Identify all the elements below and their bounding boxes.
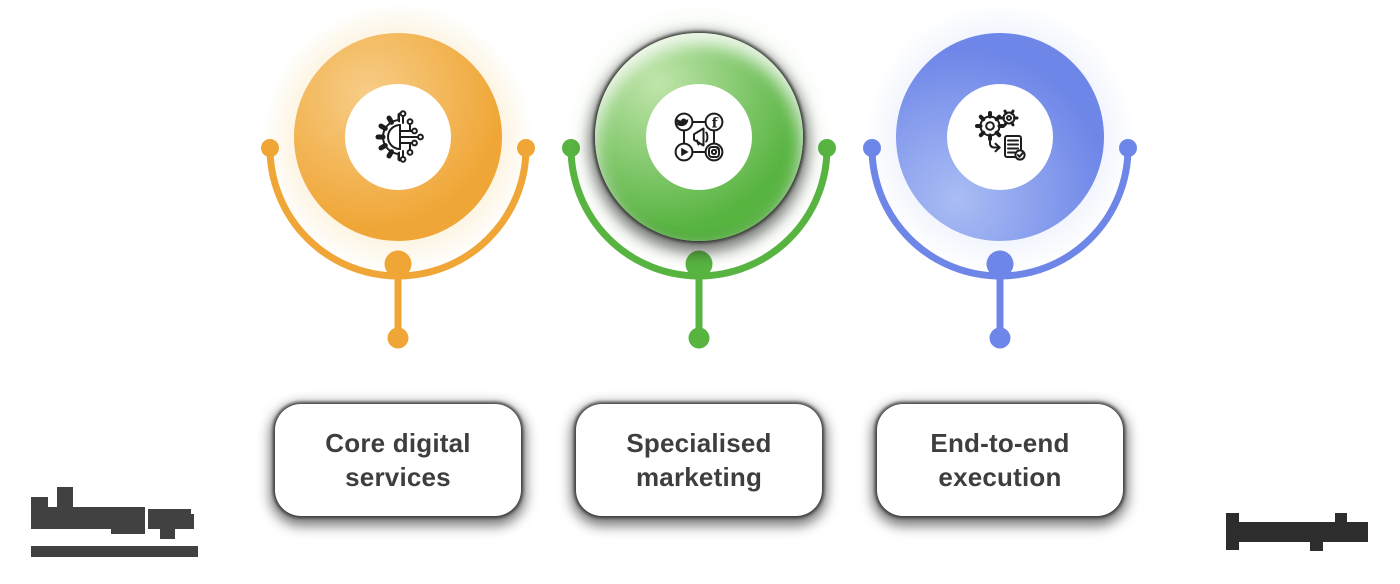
pillar-label: Specialised marketing bbox=[626, 427, 772, 492]
connector-arc bbox=[863, 139, 1137, 349]
gears-task-checklist-icon bbox=[975, 109, 1026, 161]
pillar-specialised-marketing: f Specialised marketing bbox=[539, 0, 859, 584]
connector-arc bbox=[261, 139, 535, 349]
pillar-circle bbox=[294, 33, 502, 241]
pixelated-wordmark-logo-right bbox=[1226, 513, 1368, 551]
social-media-marketing-icon: f bbox=[674, 112, 724, 162]
pillar-circle bbox=[896, 33, 1104, 241]
label-card-end-to-end-execution: End-to-end execution bbox=[877, 404, 1123, 516]
connector-arc bbox=[562, 139, 836, 349]
icon-disc bbox=[345, 84, 451, 190]
pillar-core-digital-services: Core digital services bbox=[238, 0, 558, 584]
icon-disc bbox=[947, 84, 1053, 190]
label-card-specialised-marketing: Specialised marketing bbox=[576, 404, 822, 516]
svg-text:f: f bbox=[712, 116, 719, 132]
icon-disc: f bbox=[646, 84, 752, 190]
label-card-core-digital-services: Core digital services bbox=[275, 404, 521, 516]
pillar-label: End-to-end execution bbox=[930, 427, 1070, 492]
pixelated-wordmark-logo-left bbox=[31, 487, 201, 559]
pillar-circle: f bbox=[595, 33, 803, 241]
pillar-label: Core digital services bbox=[325, 427, 471, 492]
gear-circuit-icon bbox=[375, 110, 424, 163]
pillar-end-to-end-execution: End-to-end execution bbox=[840, 0, 1160, 584]
